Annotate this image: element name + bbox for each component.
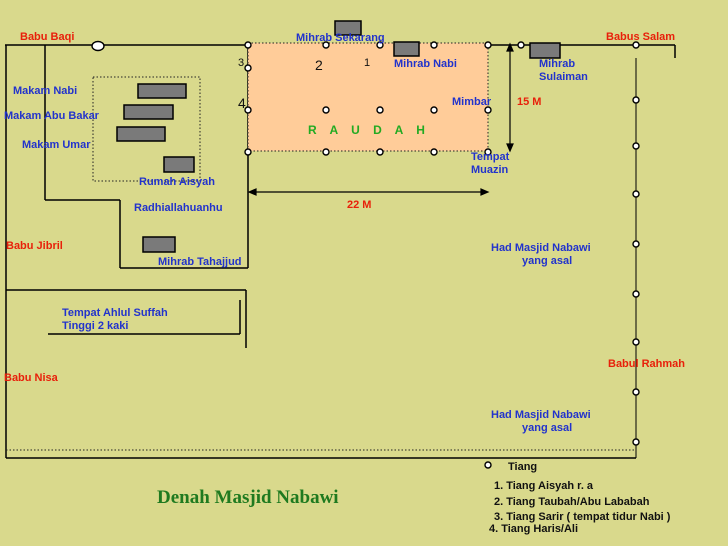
column [430, 148, 438, 156]
dimension-22m-arrow [247, 188, 490, 196]
legend-item-2: 2. Tiang Taubah/Abu Lababah [494, 496, 650, 508]
column [632, 290, 640, 298]
legend-tiang-label: Tiang [508, 461, 538, 473]
gate-babu-jibril: Babu Jibril [6, 240, 63, 252]
column [244, 64, 252, 72]
label-had-masjid-2a: Had Masjid Nabawi [491, 409, 591, 421]
label-makam-nabi: Makam Nabi [13, 85, 78, 97]
label-mihrab-nabi: Mihrab Nabi [394, 58, 457, 70]
column [517, 41, 525, 49]
label-mimbar: Mimbar [452, 96, 492, 108]
label-mihrab-sulaiman-2: Sulaiman [539, 71, 588, 83]
label-had-masjid-1a: Had Masjid Nabawi [491, 242, 591, 254]
column [376, 106, 384, 114]
label-ahlul-suffah-2: Tinggi 2 kaki [62, 320, 129, 332]
column-oval [91, 40, 105, 52]
label-makam-abu-bakar: Makam Abu Bakar [4, 110, 99, 122]
column [484, 106, 492, 114]
columns [91, 40, 640, 469]
column [632, 438, 640, 446]
column [244, 106, 252, 114]
structures [116, 20, 561, 253]
label-mihrab-sulaiman-1: Mihrab [539, 58, 576, 70]
column [632, 142, 640, 150]
mihrab-nabi-marker [393, 41, 420, 57]
column [632, 41, 640, 49]
raudah-area [247, 42, 489, 152]
column-number-4: 4 [238, 95, 246, 111]
legend-column-symbol [484, 461, 492, 469]
label-mihrab-sekarang: Mihrab Sekarang [296, 32, 385, 44]
gate-babu-nisa: Babu Nisa [4, 372, 58, 384]
column [632, 96, 640, 104]
gate-babu-baqi: Babu Baqi [20, 31, 75, 43]
outer-walls [5, 44, 676, 459]
column [322, 148, 330, 156]
dimension-15m-arrow [506, 42, 514, 153]
label-makam-umar: Makam Umar [22, 139, 91, 151]
column-number-2: 2 [315, 57, 323, 73]
column-number-3: 3 [238, 57, 245, 69]
gate-babul-rahmah: Babul Rahmah [608, 358, 686, 370]
label-mihrab-tahajjud: Mihrab Tahajjud [158, 256, 242, 268]
label-tempat-muazin-1: Tempat [471, 151, 510, 163]
label-had-masjid-1b: yang asal [522, 255, 573, 267]
rumah-aisyah-marker [163, 156, 195, 173]
gate-babus-salam: Babus Salam [606, 31, 676, 43]
diagram-title: Denah Masjid Nabawi [157, 487, 339, 508]
dimension-22m-label: 22 M [347, 199, 372, 211]
column [632, 190, 640, 198]
column [430, 106, 438, 114]
label-rumah-aisyah: Rumah Aisyah [139, 176, 216, 188]
column [632, 338, 640, 346]
makam-umar-marker [116, 126, 166, 142]
dotted-enclosure [92, 76, 201, 182]
column [484, 41, 492, 49]
column-number-1: 1 [364, 57, 371, 69]
mihrab-tahajjud-marker [142, 236, 176, 253]
makam-nabi-marker [137, 83, 187, 99]
mihrab-sulaiman-marker [529, 42, 561, 59]
label-had-masjid-2b: yang asal [522, 422, 573, 434]
column [484, 148, 492, 156]
label-radhiallahuanhu: Radhiallahuanhu [134, 202, 223, 214]
column [244, 41, 252, 49]
legend-item-1: 1. Tiang Aisyah r. a [494, 480, 594, 492]
column [632, 240, 640, 248]
column [430, 41, 438, 49]
column [322, 106, 330, 114]
column [376, 148, 384, 156]
legend-item-4: 4. Tiang Haris/Ali [489, 523, 579, 535]
legend-item-3: 3. Tiang Sarir ( tempat tidur Nabi ) [494, 511, 671, 523]
label-tempat-muazin-2: Muazin [471, 164, 509, 176]
makam-abu-bakar-marker [123, 104, 174, 120]
column [322, 41, 330, 49]
dimension-15m-label: 15 M [517, 96, 542, 108]
column [244, 148, 252, 156]
mihrab-sekarang-marker [334, 20, 362, 36]
label-ahlul-suffah-1: Tempat Ahlul Suffah [62, 307, 168, 319]
raudah-label: R A U D A H [308, 123, 425, 137]
column [632, 388, 640, 396]
column [376, 41, 384, 49]
